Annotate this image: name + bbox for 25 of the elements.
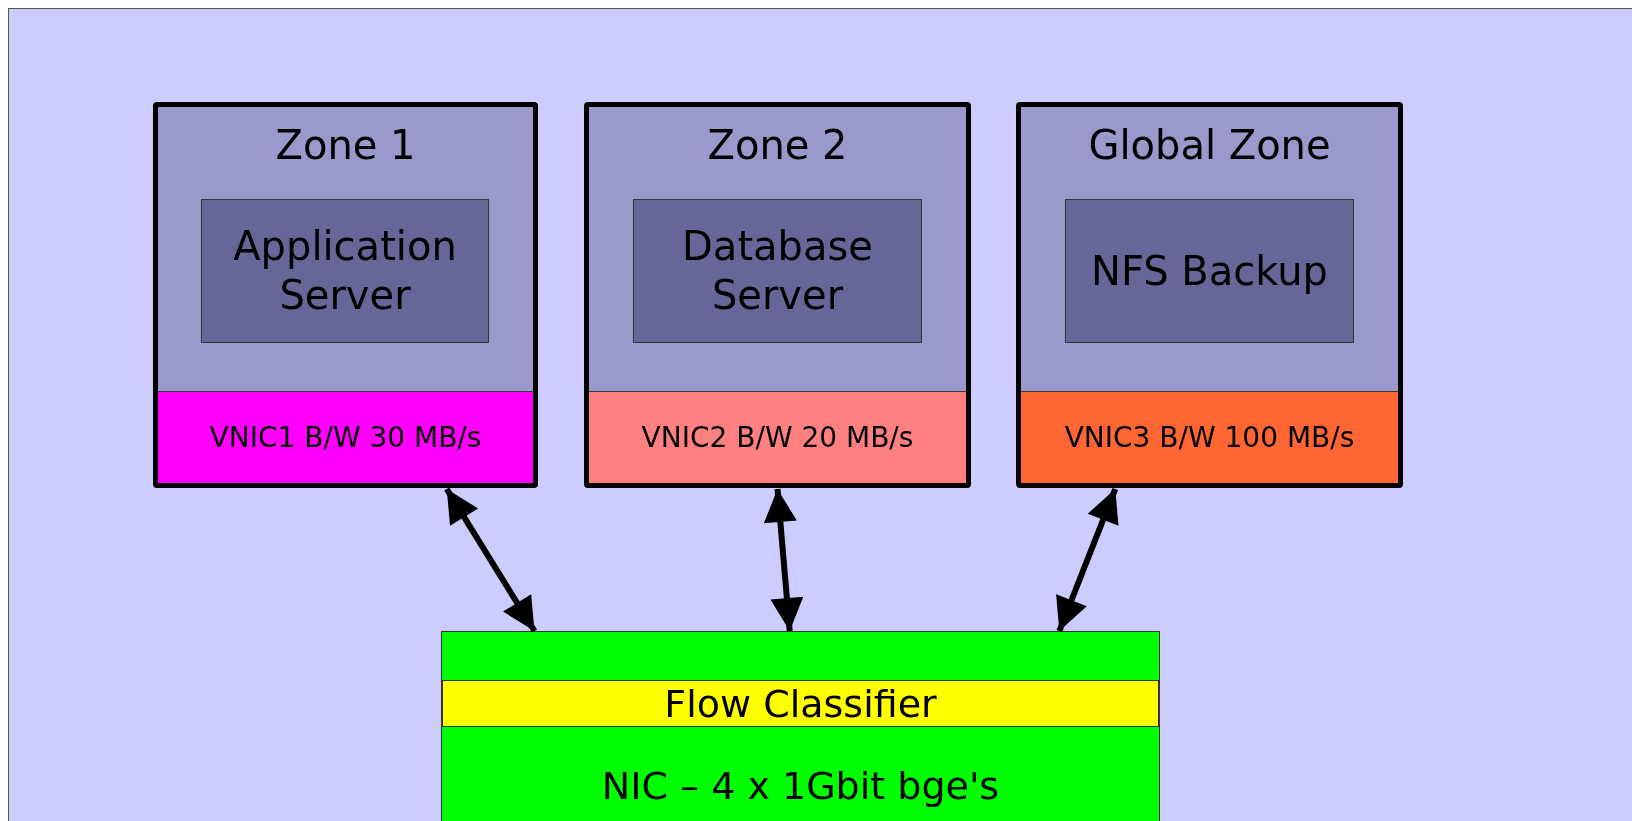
vnic-band <box>1021 391 1398 483</box>
box-label: VNIC3 B/W 100 MB/s <box>1063 420 1356 455</box>
box-label: VNIC2 B/W 20 MB/s <box>640 420 915 455</box>
zone-box <box>1016 102 1403 488</box>
server-box <box>1065 199 1354 343</box>
double-arrow <box>444 487 538 633</box>
flow-classifier-band <box>442 680 1159 727</box>
double-arrow <box>1056 487 1119 633</box>
box-label: NFS Backup <box>1090 246 1329 296</box>
box-label: Flow Classifier <box>663 680 938 727</box>
server-box <box>633 199 922 343</box>
box-label: Application Server <box>232 222 458 320</box>
box-label: NIC – 4 x 1Gbit bge's <box>600 763 1001 810</box>
double-arrow <box>763 488 804 632</box>
vnic-band <box>589 391 966 483</box>
server-box <box>201 199 489 343</box>
vnic-band <box>158 391 533 483</box>
zone-title: Zone 2 <box>706 121 849 170</box>
zone-box <box>153 102 538 488</box>
nic-box <box>441 631 1160 821</box>
zone-title: Zone 1 <box>274 121 417 170</box>
zone-box <box>584 102 971 488</box>
box-label: VNIC1 B/W 30 MB/s <box>208 420 483 455</box>
box-label: Database Server <box>681 222 874 320</box>
zone-title: Global Zone <box>1087 121 1332 170</box>
